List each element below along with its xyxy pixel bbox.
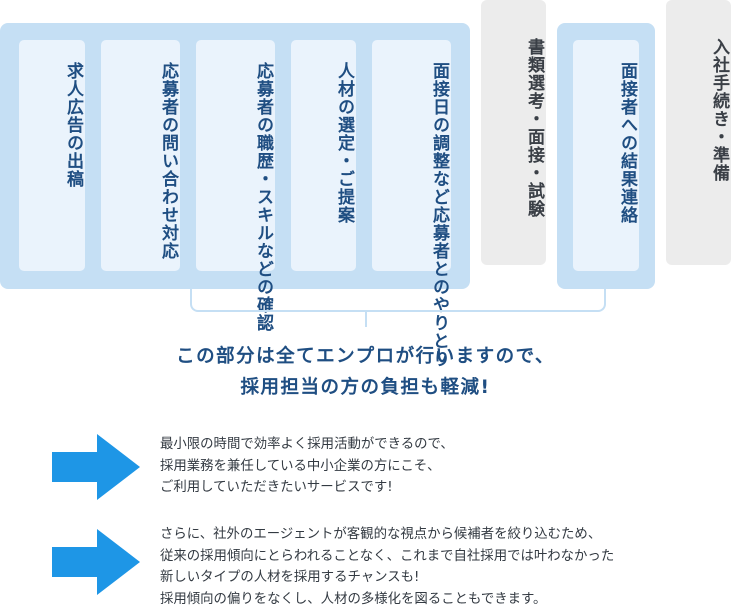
applicant-inquiry-card: 応募者の問い合わせ対応	[101, 40, 180, 271]
card-text-line1: 応募者の職歴・	[253, 62, 273, 188]
benefit-paragraph-1: 最小限の時間で効率よく採用活動ができるので、 採用業務を兼任している中小企業の方…	[160, 434, 454, 499]
benefit-line: 採用業務を兼任している中小企業の方にこそ、	[160, 458, 441, 474]
job-ad-card: 求人広告の出稿	[19, 40, 85, 271]
right-arrow-icon	[52, 529, 140, 595]
benefit-line: 新しいタイプの人材を採用するチャンスも!	[160, 570, 420, 586]
benefit-line: ご利用していただきたいサービスです!	[160, 480, 393, 496]
right-arrow-icon	[52, 434, 140, 500]
selection-proposal-card: 人材の選定・ご提案	[291, 40, 356, 271]
card-text-line2: 応募者とのやりとり	[429, 206, 449, 368]
onboarding-card: 入社手続き・準備	[666, 0, 731, 265]
card-text-line2: スキルなどの確認	[253, 188, 273, 332]
skill-check-card: 応募者の職歴・スキルなどの確認	[196, 40, 275, 332]
benefit-line: 採用傾向の偏りをなくし、人材の多様化を図ることもできます。	[160, 592, 547, 608]
result-contact-panel: 面接者への結果連絡	[557, 23, 655, 289]
card-text: 求人広告の出稿	[63, 62, 83, 188]
result-contact-card: 面接者への結果連絡	[573, 40, 639, 271]
card-text: 入社手続き・準備	[709, 38, 729, 182]
bracket-stem	[365, 311, 367, 327]
card-text-line1: 面接日の調整など	[429, 62, 449, 206]
card-text: 書類選考・面接・試験	[524, 38, 544, 218]
headline: この部分は全てエンプロが行いますので、 採用担当の方の負担も軽減!	[0, 341, 731, 404]
screening-card: 書類選考・面接・試験	[481, 0, 546, 265]
headline-line2: 採用担当の方の負担も軽減!	[240, 377, 491, 399]
card-text: 人材の選定・ご提案	[334, 62, 354, 224]
benefit-paragraph-2: さらに、社外のエージェントが客観的な視点から候補者を絞り込むため、 従来の採用傾…	[160, 524, 614, 610]
benefit-line: 従来の採用傾向にとらわれることなく、これまで自社採用では叶わなかった	[160, 548, 615, 564]
card-text-line2: 問い合わせ対応	[158, 134, 178, 260]
bracket-connector	[190, 289, 606, 312]
benefit-line: 最小限の時間で効率よく採用活動ができるので、	[160, 437, 454, 452]
benefit-line: さらに、社外のエージェントが客観的な視点から候補者を絞り込むため、	[160, 527, 602, 542]
outsourced-steps-panel: 求人広告の出稿 応募者の問い合わせ対応 応募者の職歴・スキルなどの確認 人材の選…	[0, 23, 470, 368]
card-text-line1: 応募者の	[158, 62, 178, 134]
headline-line1: この部分は全てエンプロが行いますので、	[176, 346, 555, 367]
interview-scheduling-card: 面接日の調整など応募者とのやりとり	[372, 40, 451, 368]
card-text: 面接者への結果連絡	[617, 62, 637, 224]
